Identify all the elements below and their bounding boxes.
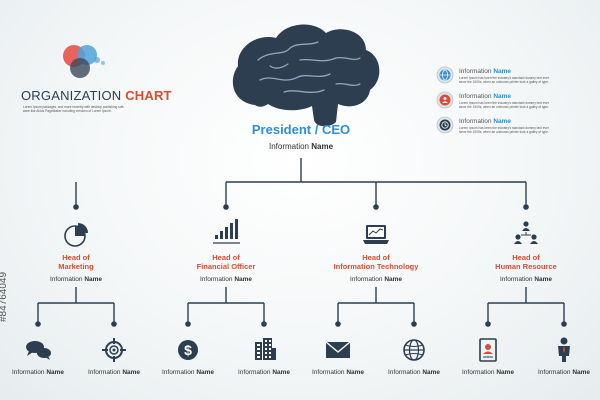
side-legend-body-1: Lorem Ipsum has been the industry's stan… [459, 76, 549, 84]
info-name-label: Name [196, 369, 215, 376]
side-legend-name-3: Information Name [459, 118, 511, 125]
info-name-label: Name [496, 369, 515, 376]
pie-chart-icon [64, 223, 88, 247]
info-prefix: Information [499, 276, 533, 283]
info-prefix: Information [461, 369, 495, 376]
child-info-name-1-2: Information Name [88, 369, 140, 376]
info-name-label: Name [122, 369, 141, 376]
info-prefix: Information [11, 369, 45, 376]
head-title-line2: Marketing [58, 262, 94, 271]
info-name-label: Name [422, 369, 441, 376]
child-info-name-2-1: Information Name [162, 369, 214, 376]
info-name-label: Name [384, 276, 403, 283]
child-info-name-3-2: Information Name [388, 369, 440, 376]
connector-lines [226, 158, 526, 183]
svg-text:$: $ [184, 342, 192, 358]
side-legend-body-3: Lorem Ipsum has been the industry's stan… [459, 126, 549, 134]
president-info-name-label: Name [311, 142, 334, 151]
clock-icon [436, 116, 454, 134]
info-prefix: Information [49, 276, 83, 283]
child-info-name-4-1: Information Name [462, 369, 514, 376]
globe-icon [403, 339, 425, 361]
info-prefix: Information [311, 369, 345, 376]
info-prefix: Information [349, 276, 383, 283]
child-info-name-2-2: Information Name [238, 369, 290, 376]
info-name-label: Name [534, 276, 553, 283]
side-legend-name-2: Information Name [459, 93, 511, 100]
head-info-name-3: Information Name [350, 276, 402, 283]
info-prefix: Information [161, 369, 195, 376]
legend-body: Lorem Ipsum passages, and more recently … [23, 105, 124, 113]
info-name-label: Name [46, 369, 65, 376]
child-info-name-1-1: Information Name [12, 369, 64, 376]
head-title-line1: Head of [362, 253, 390, 262]
info-prefix: Information [537, 369, 571, 376]
businessman-icon [558, 337, 570, 362]
head-info-name-2: Information Name [200, 276, 252, 283]
head-title-line1: Head of [512, 253, 540, 262]
legend-body-line-2: ware like Aldus PageMaker including vers… [23, 109, 112, 113]
info-prefix: Information [459, 93, 492, 100]
info-prefix: Information [459, 68, 492, 75]
watermark-id: #84764049 [0, 271, 9, 322]
team-icon [436, 91, 454, 109]
side-legend-body-line: Lorem Ipsum has been the industry's stan… [459, 126, 549, 130]
child-info-name-3-1: Information Name [312, 369, 364, 376]
info-name-label: Name [84, 276, 103, 283]
info-name-label: Name [493, 68, 512, 75]
dollar-coin-icon: $ [178, 340, 198, 360]
side-legend-body-line: Lorem Ipsum has been the industry's stan… [459, 76, 549, 80]
info-name-label: Name [234, 276, 253, 283]
info-name-label: Name [493, 118, 512, 125]
head-title-line2: Information Technology [333, 262, 419, 271]
side-legend-body-line: since the 1500s, when an unknown printer… [459, 105, 549, 109]
side-legend-body-line: since the 1500s, when an unknown printer… [459, 80, 549, 84]
id-card-icon [479, 338, 497, 362]
legend-title-part2: CHART [125, 88, 172, 103]
laptop-icon [363, 225, 389, 244]
globe-icon [436, 66, 454, 84]
legend-body-line-1: Lorem Ipsum passages, and more recently … [23, 105, 125, 109]
head-title-line1: Head of [62, 253, 90, 262]
side-legend-body-line: Lorem Ipsum has been the industry's stan… [459, 101, 549, 105]
side-legend-body-2: Lorem Ipsum has been the industry's stan… [459, 101, 549, 109]
side-legend-body-line: since the 1500s, when an unknown printer… [459, 130, 549, 134]
info-prefix: Information [459, 118, 492, 125]
legend-title: ORGANIZATION CHART [21, 88, 172, 103]
head-title-line2: Human Resource [495, 262, 557, 271]
buildings-icon [255, 338, 276, 360]
info-prefix: Information [199, 276, 233, 283]
info-prefix: Information [87, 369, 121, 376]
brain-icon [232, 24, 380, 127]
target-icon [102, 338, 126, 362]
bar-chart-icon [213, 219, 240, 244]
head-title-line2: Financial Officer [196, 262, 256, 271]
envelope-icon [325, 341, 351, 358]
info-prefix: Information [237, 369, 271, 376]
head-info-name-4: Information Name [500, 276, 552, 283]
info-name-label: Name [493, 93, 512, 100]
legend-title-part1: ORGANIZATION [21, 88, 122, 103]
logo-circles-icon [63, 45, 105, 78]
child-info-name-4-2: Information Name [538, 369, 590, 376]
chat-bubbles-icon [26, 341, 51, 360]
info-name-label: Name [572, 369, 591, 376]
info-prefix: Information [387, 369, 421, 376]
people-network-icon [514, 221, 538, 244]
head-title-line1: Head of [212, 253, 240, 262]
info-name-label: Name [346, 369, 365, 376]
president-title: President / CEO [251, 122, 351, 137]
president-info-name: Information Name [269, 142, 333, 151]
side-legend-name-1: Information Name [459, 68, 511, 75]
president-info-prefix: Information [268, 142, 309, 151]
head-info-name-1: Information Name [50, 276, 102, 283]
info-name-label: Name [272, 369, 291, 376]
